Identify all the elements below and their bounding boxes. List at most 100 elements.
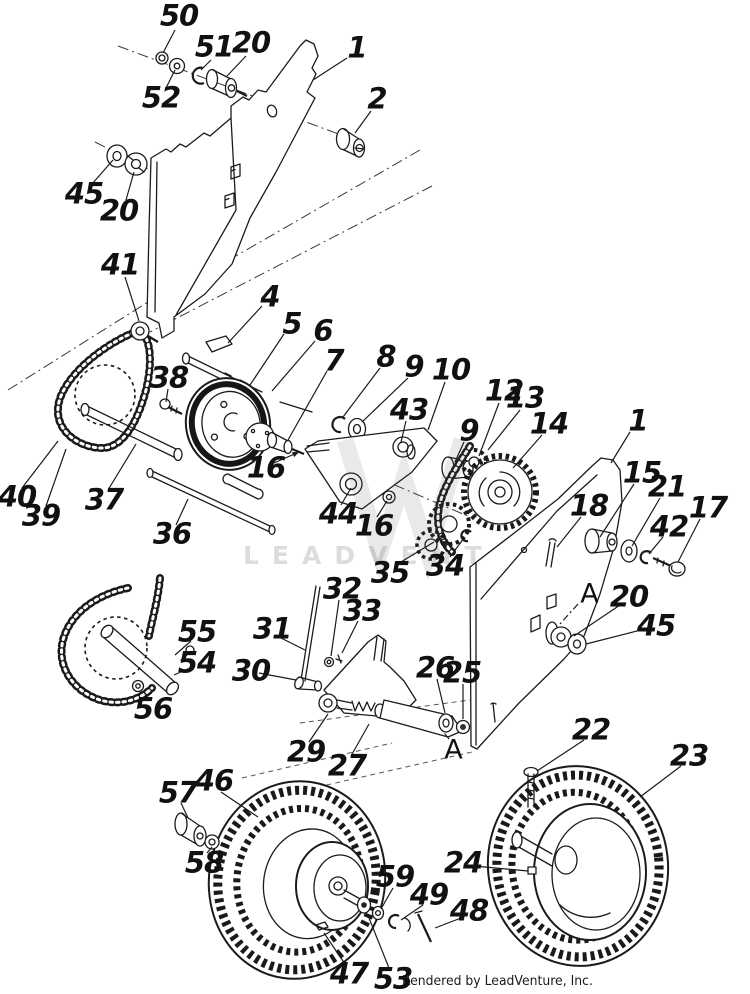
leader-line-49 [400, 904, 424, 921]
leader-line-23 [639, 765, 682, 798]
part-callout-57: 57 [158, 775, 198, 810]
leader-line-13 [487, 409, 521, 451]
pivot-bolt-29 [318, 693, 338, 713]
part-callout-45: 45 [64, 176, 104, 211]
leader-line-45 [91, 159, 114, 185]
shaft-key [205, 335, 233, 353]
washer-nut-left [106, 144, 148, 176]
leader-line-1 [312, 57, 348, 81]
part-callout-6: 6 [313, 313, 333, 348]
panel-clip-icon [546, 593, 557, 610]
leader-line-43 [400, 420, 407, 443]
leader-line-51 [200, 59, 212, 71]
lock-washer-icon [331, 416, 346, 434]
leader-line-1 [610, 431, 631, 464]
part-callout-33: 33 [342, 593, 382, 628]
part-callout-23: 23 [669, 738, 709, 773]
leader-line-A [440, 728, 450, 740]
part-callout-1: 1 [347, 30, 367, 65]
part-callout-54: 54 [177, 645, 217, 680]
jackshaft-sprockets [415, 442, 539, 561]
washers-8-9 [331, 416, 367, 441]
part-callout-16: 16 [246, 450, 286, 485]
leader-line-45 [585, 628, 646, 645]
render-credit: Rendered by LeadVenture, Inc. [402, 973, 593, 989]
part-callout-29: 29 [286, 734, 326, 769]
part-callout-5: 5 [282, 306, 302, 341]
part-callout-20: 20 [231, 25, 271, 60]
leader-line-31 [278, 636, 306, 651]
lock-washer-icon [639, 550, 652, 565]
part-callout-50: 50 [159, 0, 199, 33]
leader-line-2 [354, 110, 372, 134]
hub-bolt-hardware-top [155, 51, 248, 99]
lower-roller-chain [57, 574, 195, 707]
panel-clip-icon [530, 614, 541, 633]
leader-line-9 [361, 377, 409, 423]
leader-line-59 [380, 887, 394, 910]
part-callout-9: 9 [404, 349, 424, 384]
panel-clip-icon [230, 163, 241, 180]
leader-line-20 [125, 171, 135, 201]
leader-line-39 [45, 448, 67, 507]
leader-line-21 [631, 497, 661, 547]
leader-line-12 [478, 402, 500, 457]
leader-arrowhead [292, 452, 299, 458]
pulley-hub-and-bolt [245, 422, 305, 456]
leader-line-32 [330, 599, 340, 657]
drive-pulley [184, 377, 272, 471]
part-callout-52: 52 [141, 80, 181, 115]
leader-line-6 [271, 340, 316, 392]
leader-line-14 [512, 434, 543, 469]
part-callout-41: 41 [100, 247, 140, 282]
part-callout-21: 21 [647, 469, 687, 504]
axle-hardware-right [545, 528, 686, 577]
leader-line-24 [473, 865, 529, 872]
nut-58 [204, 834, 220, 850]
part-callout-58: 58 [184, 845, 224, 880]
leader-line-48 [434, 917, 462, 929]
upper-roller-chain [53, 321, 159, 453]
shoulder-bolt-2 [335, 127, 366, 158]
part-callout-38: 38 [149, 360, 189, 395]
part-callout-26: 26 [415, 650, 455, 685]
part-callout-35: 35 [370, 555, 410, 590]
pin-48 [417, 913, 432, 943]
leader-line-33 [341, 620, 359, 654]
part-callout-15: 15 [622, 455, 662, 490]
leader-line-50 [162, 29, 176, 54]
part-callout-39: 39 [21, 498, 61, 533]
part-callout-7: 7 [324, 343, 344, 378]
part-callout-16: 16 [354, 508, 394, 543]
spring-27 [351, 700, 376, 712]
leader-line-9 [454, 441, 465, 463]
top-side-panel [146, 39, 319, 339]
part-callout-49: 49 [409, 877, 449, 912]
leader-line-18 [556, 516, 582, 548]
right-side-panel [469, 457, 623, 750]
leader-line-54 [173, 667, 191, 676]
rim-slot-47 [315, 921, 329, 931]
part-callout-40: 40 [0, 479, 37, 514]
leader-line-56 [142, 690, 151, 701]
part-callout-20: 20 [609, 579, 649, 614]
part-callout-18: 18 [569, 488, 609, 523]
leader-line-36 [175, 498, 189, 526]
leader-line-5 [249, 333, 285, 386]
leader-line-34 [449, 537, 465, 558]
leader-line-10 [427, 381, 446, 431]
part-callout-36: 36 [152, 516, 192, 551]
leader-line-42 [648, 536, 664, 555]
leader-line-15 [599, 483, 635, 538]
leader-line-41 [124, 276, 140, 322]
leader-line-27 [350, 723, 370, 757]
carriage-bolt-38 [159, 398, 183, 415]
part-callout-A: A [444, 734, 463, 766]
part-callout-59: 59 [375, 859, 415, 894]
part-callout-13: 13 [505, 380, 545, 415]
part-callout-22: 22 [571, 712, 611, 747]
part-callout-34: 34 [425, 548, 465, 583]
leader-line-57 [180, 802, 189, 819]
part-callout-56: 56 [133, 691, 173, 726]
